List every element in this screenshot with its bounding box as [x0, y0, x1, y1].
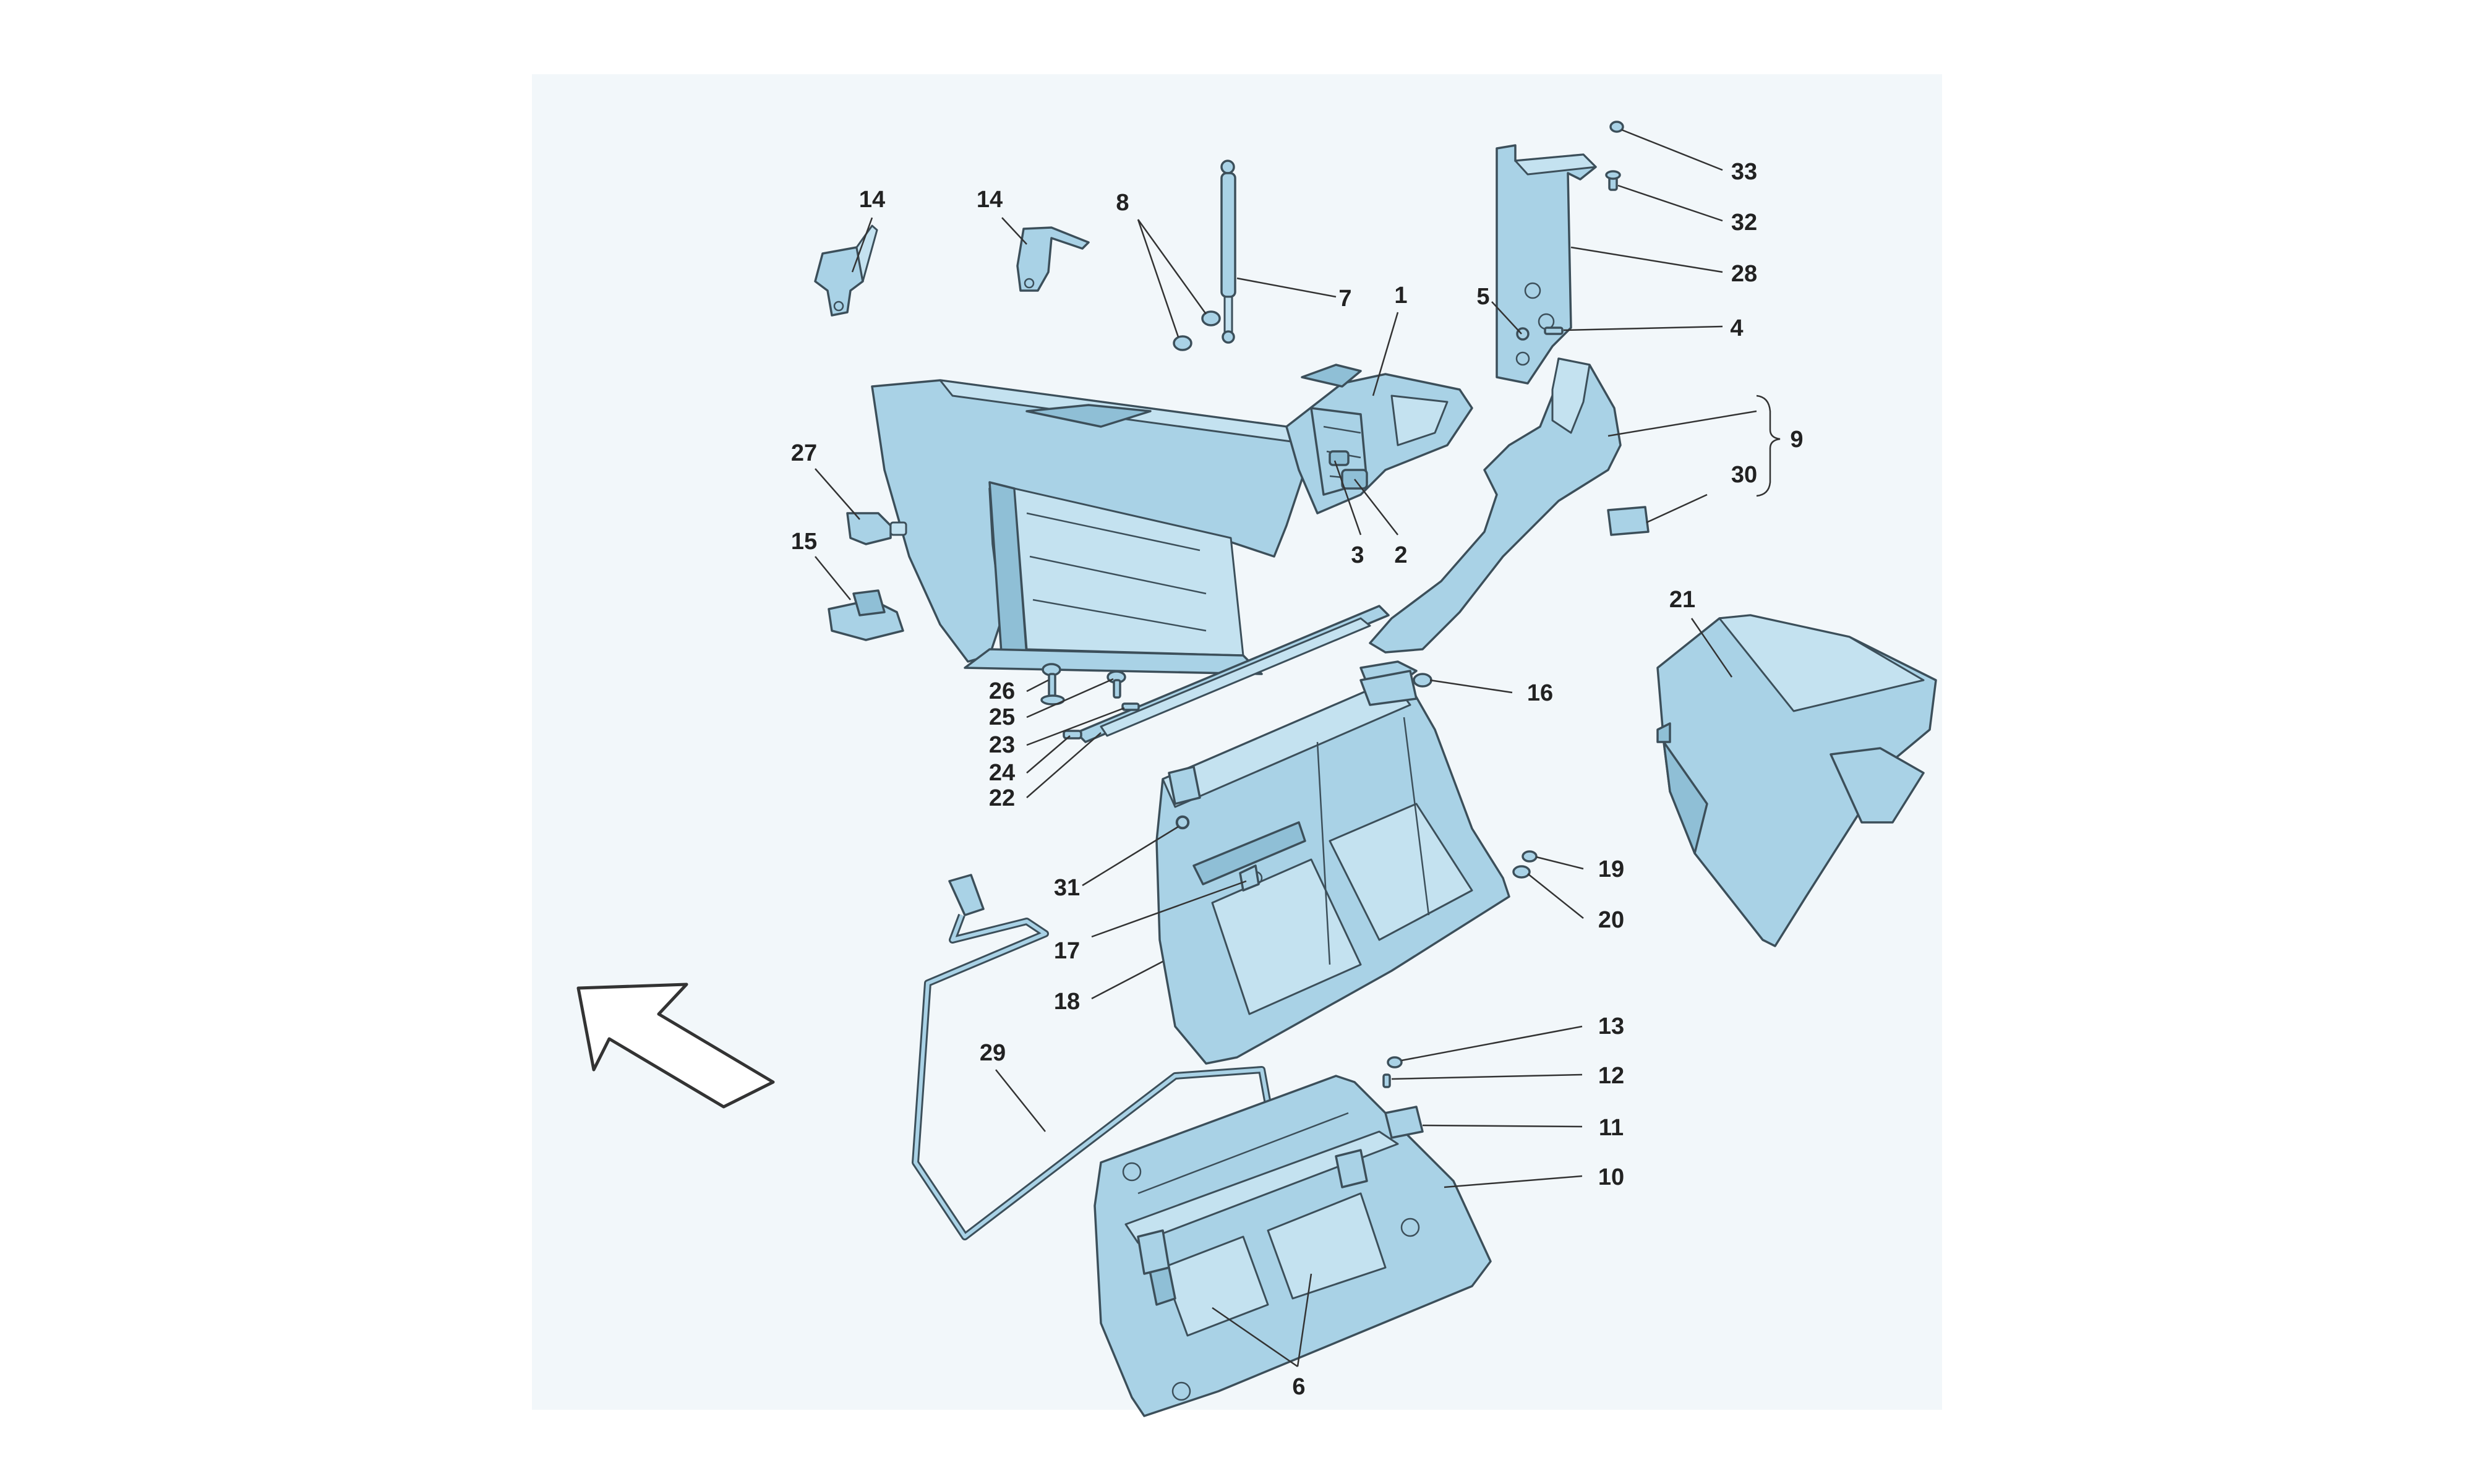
- side-bracket-28: [1496, 144, 1597, 385]
- gas-strut-7: [1220, 160, 1236, 344]
- callout-7: 7: [1338, 286, 1351, 312]
- clip-17: [1239, 864, 1260, 892]
- callout-28: 28: [1731, 261, 1757, 287]
- callout-23: 23: [989, 732, 1015, 758]
- callout-2: 2: [1394, 542, 1407, 568]
- callout-20: 20: [1598, 907, 1624, 933]
- callout-33: 33: [1731, 159, 1757, 185]
- switch-15: [828, 589, 904, 641]
- callout-4: 4: [1730, 315, 1743, 341]
- callout-14-left: 14: [859, 187, 885, 213]
- callout-15: 15: [791, 529, 817, 555]
- side-cover-21: [1656, 614, 1937, 947]
- callout-5: 5: [1476, 284, 1489, 310]
- nut-8-left: [1173, 335, 1192, 351]
- latch-bracket-6: [1137, 1149, 1368, 1275]
- callout-30: 30: [1731, 462, 1757, 488]
- callout-11: 11: [1599, 1115, 1624, 1141]
- callout-24: 24: [989, 760, 1015, 786]
- callout-25: 25: [989, 704, 1015, 730]
- callout-18: 18: [1054, 989, 1080, 1015]
- glovebox-tray-18: [1155, 670, 1510, 1065]
- callout-13: 13: [1598, 1013, 1624, 1039]
- callout-21: 21: [1669, 587, 1695, 613]
- callout-26: 26: [989, 678, 1015, 704]
- lower-trim-9: [1369, 357, 1622, 654]
- callout-3: 3: [1351, 542, 1364, 568]
- callout-17: 17: [1054, 938, 1080, 964]
- latch-11: [1384, 1106, 1424, 1139]
- screw-32: [1605, 170, 1621, 191]
- callout-31: 31: [1054, 875, 1080, 901]
- callout-8: 8: [1116, 190, 1129, 216]
- rod-end-24: [1063, 730, 1082, 740]
- callout-10: 10: [1598, 1164, 1624, 1190]
- callout-14-right: 14: [977, 187, 1003, 213]
- callout-22: 22: [989, 785, 1015, 811]
- direction-arrow: [576, 983, 775, 1109]
- glovebox-lid-10: [1094, 1075, 1492, 1417]
- nut-8-right: [1201, 310, 1221, 326]
- callout-32: 32: [1731, 210, 1757, 236]
- pad-30: [1607, 506, 1650, 536]
- latch-3: [1329, 450, 1350, 466]
- pin-23: [1121, 702, 1140, 711]
- bolt-26: [1040, 663, 1065, 706]
- callout-9: 9: [1790, 427, 1803, 453]
- hinge-rod-22: [1075, 605, 1390, 743]
- glovebox-housing-1: [871, 364, 1473, 675]
- bolt-25: [1106, 670, 1126, 699]
- callout-27: 27: [791, 440, 817, 466]
- callout-16: 16: [1527, 680, 1553, 706]
- callout-6: 6: [1292, 1374, 1305, 1400]
- screw-12: [1382, 1073, 1391, 1088]
- screw-4: [1544, 326, 1564, 335]
- screw-31: [1176, 816, 1189, 829]
- leader-lines: [815, 129, 1757, 1368]
- callout-29: 29: [980, 1040, 1006, 1066]
- bracket-14-right: [1016, 226, 1090, 292]
- bumper-27: [846, 512, 907, 545]
- group-brace-9: [1756, 394, 1781, 497]
- washer-19: [1522, 850, 1538, 863]
- washer-33: [1609, 121, 1624, 133]
- nut-13: [1387, 1056, 1403, 1068]
- callout-1: 1: [1394, 283, 1407, 309]
- callout-19: 19: [1598, 856, 1624, 882]
- callout-12: 12: [1598, 1063, 1624, 1089]
- callout-labels: 14 14 8 7 1 5 33 32 28 4 9 30 27 15 3 2 …: [791, 159, 1804, 1400]
- nut-20: [1512, 865, 1531, 879]
